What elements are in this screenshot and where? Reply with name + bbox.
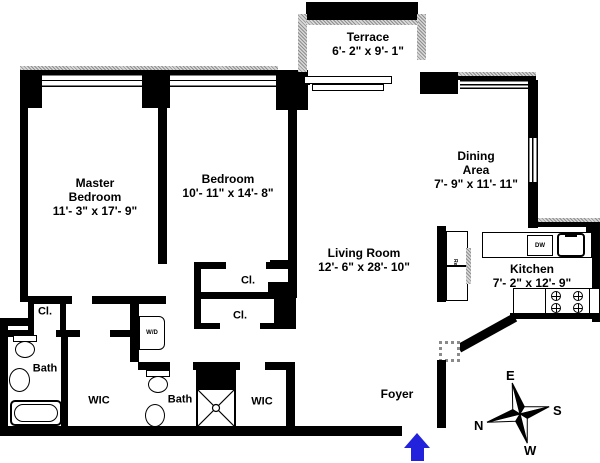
refrigerator xyxy=(446,266,468,301)
wall-segment xyxy=(528,80,538,138)
wall-segment xyxy=(110,330,139,337)
wall-segment xyxy=(194,262,201,299)
wall-segment xyxy=(266,262,290,269)
wall-segment xyxy=(66,330,80,337)
shower-icon xyxy=(196,388,236,428)
burner-icon xyxy=(551,303,561,313)
wall-segment xyxy=(538,218,600,222)
wall-segment xyxy=(458,76,536,80)
room-label-master-bedroom: Master Bedroom 11'- 3" x 17'- 9" xyxy=(52,175,138,219)
burner-icon xyxy=(573,303,583,313)
entry-arrow-icon xyxy=(404,433,430,448)
room-label-bedroom: Bedroom 10'- 11" x 14'- 8" xyxy=(182,171,274,200)
toilet-icon xyxy=(15,341,35,358)
room-label-terrace: Terrace 6'- 2" x 9'- 1" xyxy=(332,29,404,58)
wall-living-divider xyxy=(288,108,297,298)
room-label-foyer: Foyer xyxy=(380,386,414,401)
wall-segment xyxy=(194,292,296,299)
entry-arrow-icon xyxy=(411,448,424,461)
wall-segment xyxy=(420,72,458,94)
terrace-wall xyxy=(306,20,418,25)
wall-segment xyxy=(437,226,446,302)
wall-segment xyxy=(0,318,8,430)
window xyxy=(42,74,142,87)
room-label-wic-master: WIC xyxy=(88,394,110,407)
room-label-wic-second: WIC xyxy=(251,395,273,408)
window xyxy=(528,138,538,182)
compass-north-label: N xyxy=(474,418,484,433)
wall-segment xyxy=(194,323,220,329)
wall-segment xyxy=(265,362,290,370)
burner-icon xyxy=(573,291,583,301)
room-label-dining-area: Dining Area 7'- 9" x 11'- 11" xyxy=(434,148,518,192)
wall-segment xyxy=(20,70,28,302)
refrigerator-handle xyxy=(466,248,471,284)
wall-segment xyxy=(28,304,34,332)
wall-segment xyxy=(274,296,296,329)
wall-segment xyxy=(528,182,538,228)
wall-segment xyxy=(538,222,600,227)
compass-west-label: W xyxy=(524,443,537,458)
room-label-living-room: Living Room 12'- 6" x 28'- 10" xyxy=(318,245,410,274)
terrace-sliding-door xyxy=(304,76,392,84)
window xyxy=(460,80,528,89)
room-label-closet-upper: Cl. xyxy=(240,274,256,287)
refrigerator-label: Ref xyxy=(452,258,459,268)
terrace-sliding-door xyxy=(312,84,384,91)
room-label-bath-second: Bath xyxy=(167,393,193,406)
wall-segment xyxy=(196,364,236,390)
room-label-closet-left: Cl. xyxy=(37,305,53,318)
room-label-kitchen: Kitchen 7'- 2" x 12'- 9" xyxy=(492,261,572,290)
bathtub-icon xyxy=(14,404,58,422)
wall-segment xyxy=(437,360,446,428)
toilet-icon xyxy=(148,376,168,393)
wall-segment xyxy=(194,299,201,329)
wall-diagonal xyxy=(456,313,518,353)
wall-segment xyxy=(60,304,66,332)
compass-south-label: S xyxy=(553,403,562,418)
wall-segment xyxy=(0,330,34,337)
sink-icon xyxy=(9,368,30,392)
wall-segment xyxy=(92,296,166,304)
wall-segment xyxy=(28,296,72,304)
wall-segment xyxy=(20,66,278,70)
washer-dryer: W/D xyxy=(139,316,165,350)
entry-door xyxy=(439,341,460,362)
terrace-wall xyxy=(417,14,426,60)
wall-segment xyxy=(61,330,68,426)
wall-segment xyxy=(0,318,30,326)
wall-segment xyxy=(138,362,170,370)
compass-east-label: E xyxy=(506,368,515,383)
terrace-planter xyxy=(306,2,418,20)
room-label-bath-master: Bath xyxy=(32,362,58,375)
room-label-closet-lower: Cl. xyxy=(232,309,248,322)
sink-icon xyxy=(145,404,165,427)
wall-segment xyxy=(286,362,295,428)
wall-segment xyxy=(194,262,226,269)
terrace-wall xyxy=(298,14,307,72)
dishwasher: DW xyxy=(527,235,553,256)
window xyxy=(170,74,276,87)
wall-segment xyxy=(510,313,600,319)
wall-segment xyxy=(592,222,600,322)
wall-segment xyxy=(0,426,402,436)
wall-segment xyxy=(130,300,139,362)
compass-rose-icon xyxy=(486,382,550,444)
burner-icon xyxy=(551,291,561,301)
wall-bedroom-divider xyxy=(158,92,167,264)
wall-segment xyxy=(458,72,536,76)
faucet-icon xyxy=(565,233,577,237)
